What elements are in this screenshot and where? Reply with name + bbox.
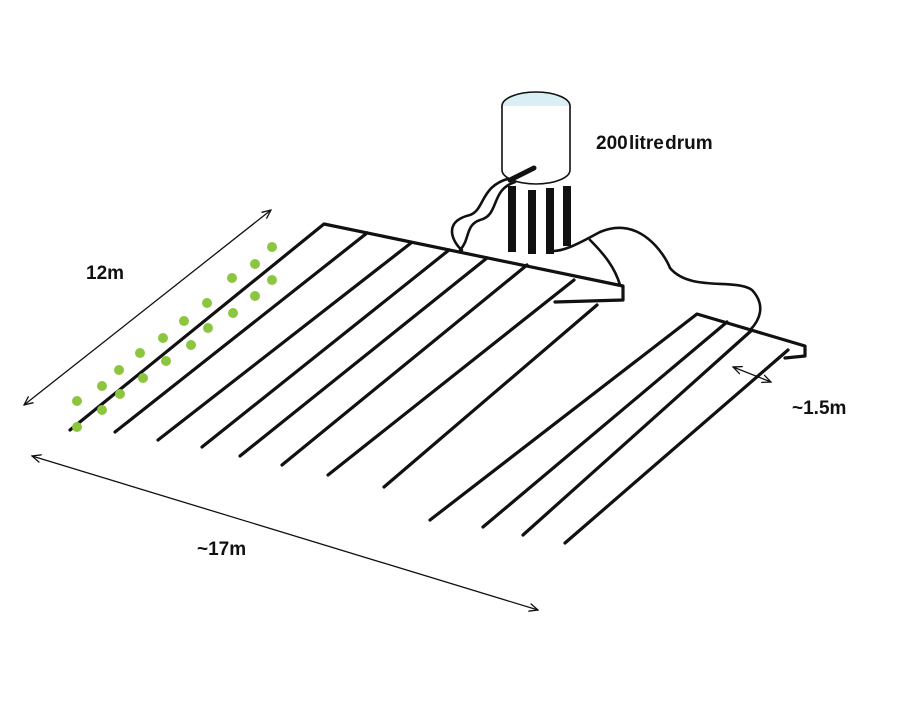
spacing-label: ~1.5m xyxy=(792,398,846,419)
length-label: 12m xyxy=(86,263,124,284)
width-dimension-arrow xyxy=(32,456,538,610)
drip-lines-left xyxy=(68,222,625,489)
spacing-dimension-arrow xyxy=(733,367,771,382)
width-label: ~17m xyxy=(197,539,246,560)
feed-pipe xyxy=(450,176,762,332)
drum-label: 200 litre drum xyxy=(596,133,713,154)
water-drum xyxy=(501,91,571,254)
drum-tap-icon xyxy=(507,165,537,183)
length-dimension-arrow xyxy=(24,210,271,405)
